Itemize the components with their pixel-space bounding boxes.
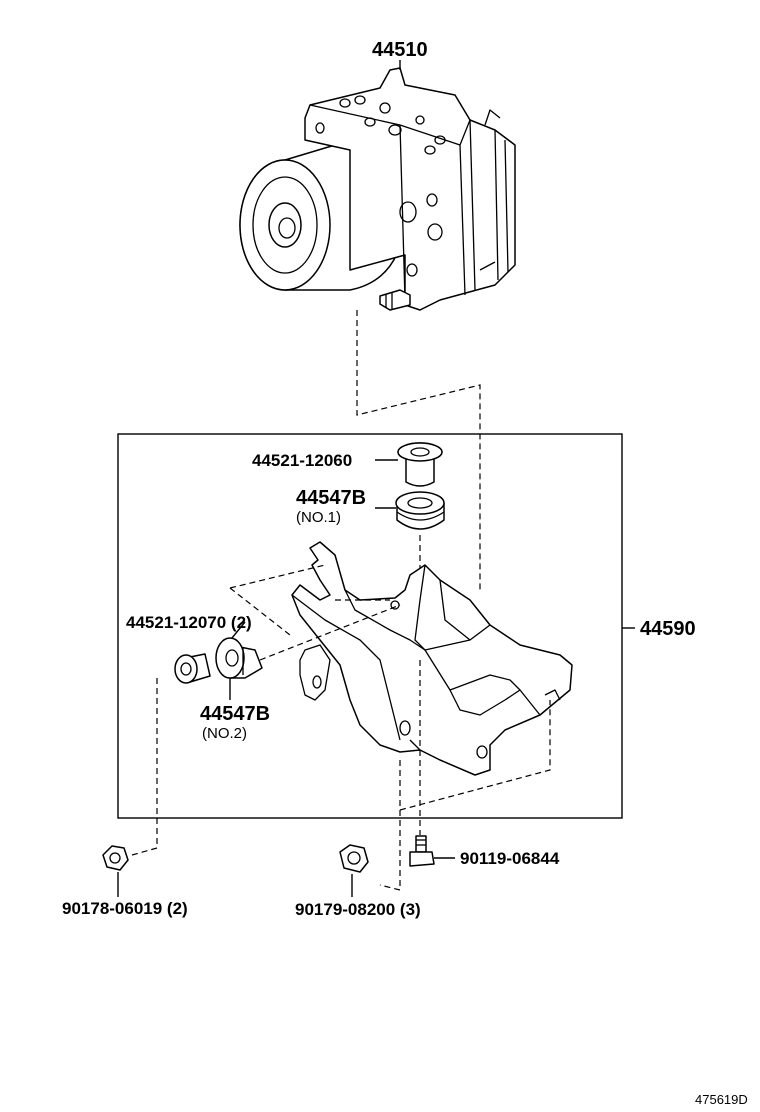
label-nut-90179[interactable]: 90179-08200 (3) — [295, 900, 421, 919]
label-cushion-2-note: (NO.2) — [202, 725, 247, 742]
cushion-collar-1-illustration[interactable] — [397, 442, 443, 487]
bolt-90119-illustration[interactable] — [409, 835, 435, 867]
cushion-2-illustration[interactable] — [215, 637, 263, 679]
cushion-1-illustration[interactable] — [395, 491, 445, 530]
abs-actuator-illustration[interactable] — [239, 67, 516, 311]
label-bracket-assy[interactable]: 44590 — [640, 618, 696, 640]
label-bolt-90119[interactable]: 90119-06844 — [460, 849, 560, 868]
bracket-assembly-frame — [117, 433, 623, 819]
label-abs-actuator[interactable]: 44510 — [372, 39, 428, 61]
label-cushion-1-part[interactable]: 44547B — [296, 487, 366, 509]
label-cushion-2-part[interactable]: 44547B — [200, 703, 270, 725]
label-cushion-collar-2[interactable]: 44521-12070 (2) — [126, 613, 252, 632]
label-cushion-1-note: (NO.1) — [296, 509, 341, 526]
bracket-illustration[interactable] — [291, 541, 573, 776]
nut-90179-illustration[interactable] — [339, 844, 369, 873]
illustration-id: 475619D — [695, 1092, 748, 1107]
label-cushion-collar-1[interactable]: 44521-12060 — [252, 451, 352, 470]
nut-90178-illustration[interactable] — [102, 845, 129, 871]
cushion-collar-2-illustration[interactable] — [174, 653, 211, 684]
label-nut-90178[interactable]: 90178-06019 (2) — [62, 899, 188, 918]
